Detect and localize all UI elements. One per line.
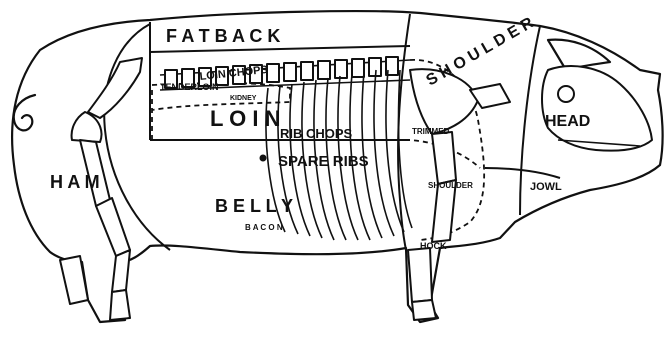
label-tenderloin: TENDERLOIN	[160, 82, 219, 92]
label-fatback: F A T B A C K	[166, 26, 280, 46]
label-jowl: JOWL	[530, 181, 562, 193]
label-head: HEAD	[545, 113, 590, 130]
label-shoulder: S H O U L D E R	[424, 14, 537, 89]
label-kidney: KIDNEY	[230, 95, 257, 102]
tenderloin-dashed	[152, 90, 185, 140]
label-belly: B E L L Y	[215, 196, 293, 216]
label-rib-chops: RIB CHOPS	[280, 126, 353, 141]
skull	[542, 66, 652, 151]
label-bacon: B A C O N	[245, 223, 283, 232]
fatback-bottom-line	[150, 46, 410, 52]
label-hock: HOCK	[420, 241, 447, 251]
jowl-line	[485, 168, 560, 178]
marker-dot	[260, 155, 267, 162]
front-leg-bones	[408, 69, 510, 320]
label-ham: H A M	[50, 172, 100, 192]
label-spare-ribs: SPARE RIBS	[278, 153, 369, 170]
label-trimmed: TRIMMED	[412, 127, 450, 136]
label-loin: L O I N	[210, 106, 281, 131]
label-shoulder-small: SHOULDER	[428, 181, 473, 190]
